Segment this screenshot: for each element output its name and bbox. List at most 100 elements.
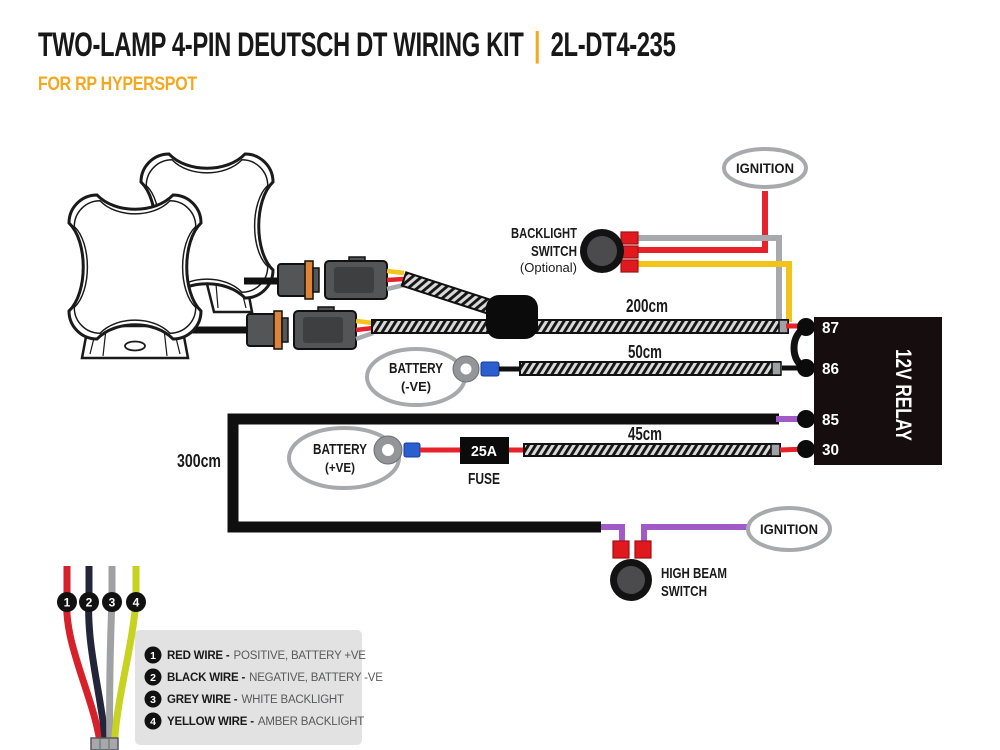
legend-desc-4: AMBER BACKLIGHT <box>258 716 364 728</box>
svg-text:1: 1 <box>150 650 156 662</box>
length-label-300cm: 300cm <box>177 451 221 471</box>
wire-badge-3: 3 <box>109 596 116 610</box>
wire-purple-left <box>601 524 625 545</box>
legend-panel <box>135 630 362 745</box>
backlight-switch-label-3: (Optional) <box>520 260 577 275</box>
high-beam-label-2: SWITCH <box>661 583 707 600</box>
legend-label-1: RED WIRE - <box>167 650 230 662</box>
title-divider: | <box>533 26 541 64</box>
ignition-oval-bottom: IGNITION <box>746 506 832 552</box>
battery-neg-label-2: (-VE) <box>401 379 431 394</box>
wire-badge-4: 4 <box>133 596 140 610</box>
switch-terminal <box>634 540 652 559</box>
wire-number-badge <box>57 592 77 612</box>
braid-45cm <box>523 443 781 457</box>
wire-number-badge <box>126 592 146 612</box>
high-beam-switch: HIGH BEAM SWITCH <box>601 524 749 601</box>
page-subtitle: FOR RP HYPERSPOT <box>38 74 197 95</box>
battery-pos-label-1: BATTERY <box>313 441 367 458</box>
wire-yellow <box>355 318 374 326</box>
switch-button <box>617 566 645 594</box>
backlight-switch-label-2: SWITCH <box>531 243 577 260</box>
lamp-base-hole <box>124 340 146 352</box>
deutsch-connector-top <box>277 256 405 300</box>
backlight-switch: BACKLIGHT SWITCH (Optional) <box>511 225 639 275</box>
dt-plug-seal <box>273 310 283 350</box>
switch-terminal <box>620 231 639 245</box>
dt-plug <box>277 263 309 297</box>
relay-pin-post <box>797 440 815 458</box>
battery-pos-label-2: (+VE) <box>325 460 355 475</box>
relay-pin-86: 86 <box>822 361 839 378</box>
wire-badge-2: 2 <box>86 596 93 610</box>
legend-label-3: GREY WIRE - <box>167 694 238 706</box>
lamp-front-body <box>67 193 203 341</box>
length-label-50cm: 50cm <box>628 342 662 362</box>
legend-row: 3 GREY WIRE -WHITE BACKLIGHT <box>144 690 344 708</box>
relay-label: 12V RELAY <box>891 349 916 441</box>
ignition-bottom-label: IGNITION <box>760 521 818 537</box>
ignition-oval-top: IGNITION <box>722 147 808 189</box>
relay-pin-post <box>797 410 815 428</box>
legend-desc-3: WHITE BACKLIGHT <box>241 694 344 706</box>
relay-pin-post <box>797 318 815 336</box>
svg-text:YELLOW WIRE -AMBER BACKLIGHT: YELLOW WIRE - AMBER BACKLIGHT <box>167 716 364 728</box>
relay-pin-87: 87 <box>822 320 839 337</box>
deutsch-connector-bottom <box>246 306 374 350</box>
legend-row: 2 BLACK WIRE - NEGATIVE, BATTERY -VE <box>144 668 383 686</box>
fuse-body <box>460 437 509 464</box>
wire-number-badge <box>102 592 122 612</box>
fuse-label: FUSE <box>468 471 500 488</box>
wire-yellow <box>386 268 405 276</box>
relay-pin-30: 30 <box>822 442 839 459</box>
wire-grey <box>355 330 374 342</box>
backlight-grey-wire <box>638 235 782 321</box>
relay-pin-85: 85 <box>822 412 839 429</box>
backlight-switch-label-1: BACKLIGHT <box>511 225 577 242</box>
length-label-200cm: 200cm <box>626 296 668 316</box>
battery-negative: BATTERY (-VE) <box>365 347 522 407</box>
wire-red <box>355 325 374 333</box>
legend-desc-2: NEGATIVE, BATTERY -VE <box>249 672 383 684</box>
title-text: TWO-LAMP 4-PIN DEUTSCH DT WIRING KIT <box>38 26 524 64</box>
battery-positive: BATTERY (+VE) <box>287 426 462 490</box>
ignition-top-label: IGNITION <box>736 160 794 176</box>
relay-body <box>814 317 942 465</box>
legend-desc-1: POSITIVE, BATTERY +VE <box>234 650 367 662</box>
page-title: TWO-LAMP 4-PIN DEUTSCH DT WIRING KIT | 2… <box>38 26 676 65</box>
legend: 1 2 3 4 1 RED WIRE - POSITIVE, BATTERY +V… <box>57 566 383 750</box>
fuse-rating: 25A <box>471 443 497 460</box>
crimp-connector-blue <box>480 361 500 377</box>
lamp-rear <box>139 152 275 314</box>
relay-pin-post <box>797 359 815 377</box>
battery-neg-label-1: BATTERY <box>389 360 443 377</box>
switch-button <box>587 236 617 266</box>
legend-row: 1 RED WIRE - POSITIVE, BATTERY +VE <box>144 646 367 664</box>
backlight-yellow-wire <box>638 261 792 322</box>
wire-number-badge <box>79 592 99 612</box>
crimp-connector-blue <box>403 442 421 458</box>
junction-boot <box>486 295 538 339</box>
legend-label-2: BLACK WIRE - <box>167 672 245 684</box>
braid-200cm <box>371 319 789 334</box>
braid-50cm <box>519 361 781 376</box>
dt-plug <box>246 313 278 347</box>
legend-row: 4 YELLOW WIRE - AMBER BACKLIGHT <box>144 712 364 730</box>
relay: 87 86 85 30 12V RELAY <box>776 317 942 465</box>
fuse: 25A FUSE <box>460 437 527 488</box>
svg-text:2: 2 <box>150 672 156 684</box>
length-label-45cm: 45cm <box>628 424 662 444</box>
svg-text:4: 4 <box>150 716 156 728</box>
svg-text:3: 3 <box>150 694 156 706</box>
wire-purple-right <box>641 524 749 545</box>
title-sku: 2L-DT4-235 <box>550 26 676 64</box>
lamp-front <box>67 193 248 360</box>
svg-text:BLACK WIRE -NEGATIVE, BATTERY: BLACK WIRE - NEGATIVE, BATTERY -VE <box>167 672 383 684</box>
legend-label-4: YELLOW WIRE - <box>167 716 254 728</box>
wire-red <box>386 276 405 283</box>
svg-text:RED WIRE -POSITIVE, BATTERY +V: RED WIRE - POSITIVE, BATTERY +VE <box>167 650 366 662</box>
switch-terminal <box>612 540 630 559</box>
ignition-red-wire <box>638 191 768 253</box>
